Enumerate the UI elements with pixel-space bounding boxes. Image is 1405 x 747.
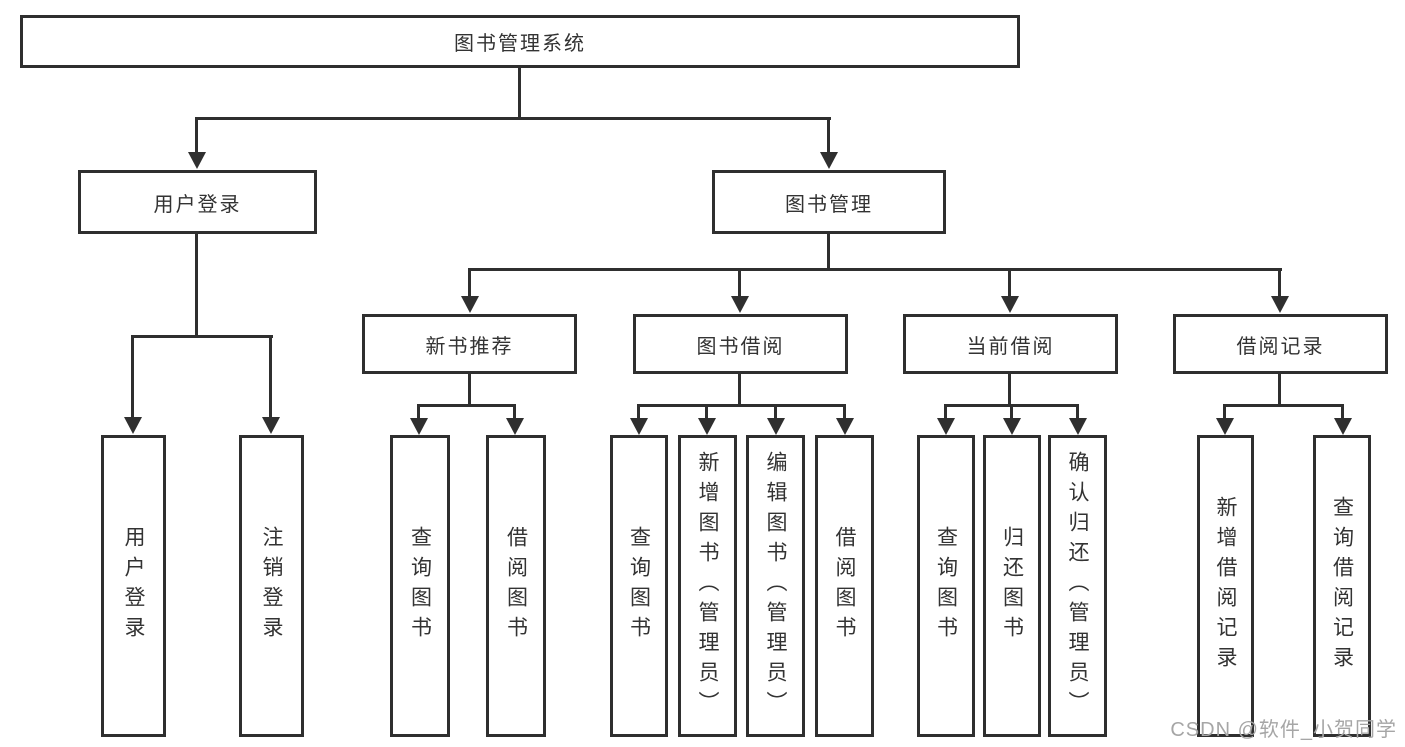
leaf-bb-borrow-books: 借阅图书 xyxy=(815,435,874,737)
connector-borrow-records-shaft xyxy=(1278,268,1281,300)
arrow-br-add xyxy=(1216,418,1234,435)
arrow-br-query xyxy=(1334,418,1352,435)
connector-bb-child3-shaft xyxy=(774,404,777,420)
leaf-br-add-record: 新增借阅记录 xyxy=(1197,435,1254,737)
leaf-nb-query-books-label: 查询图书 xyxy=(408,526,432,646)
node-current-borrow-label: 当前借阅 xyxy=(966,335,1055,358)
leaf-bb-query-books-label: 查询图书 xyxy=(627,526,651,646)
arrow-bb-edit xyxy=(767,418,785,435)
leaf-br-query-record: 查询借阅记录 xyxy=(1313,435,1371,737)
connector-book-mgmt-hline xyxy=(468,268,1282,271)
leaf-br-add-record-label: 新增借阅记录 xyxy=(1214,496,1238,676)
connector-book-mgmt-drop xyxy=(827,234,830,270)
connector-borrow-records-drop xyxy=(1278,374,1281,406)
arrow-ul-user-login xyxy=(124,417,142,434)
leaf-bb-add-books-admin: 新增图书（管理员） xyxy=(678,435,737,737)
node-new-books-label: 新书推荐 xyxy=(425,335,514,358)
connector-book-borrow-hline xyxy=(637,404,846,407)
connector-new-books-shaft xyxy=(468,268,471,300)
arrow-cb-query xyxy=(937,418,955,435)
leaf-cb-query-books: 查询图书 xyxy=(917,435,975,737)
connector-new-books-hline xyxy=(417,404,516,407)
connector-ul-child2-shaft xyxy=(269,335,272,419)
connector-current-borrow-drop xyxy=(1008,374,1011,406)
arrow-borrow-records xyxy=(1271,296,1289,313)
connector-cb-child1-shaft xyxy=(944,404,947,420)
leaf-nb-borrow-books-label: 借阅图书 xyxy=(504,526,528,646)
node-library-system-label: 图书管理系统 xyxy=(454,33,586,55)
connector-br-child2-shaft xyxy=(1341,404,1344,420)
node-library-system: 图书管理系统 xyxy=(20,15,1020,68)
connector-root-drop xyxy=(518,68,521,118)
connector-cb-child2-shaft xyxy=(1010,404,1013,420)
arrow-book-mgmt xyxy=(820,152,838,169)
leaf-cb-confirm-return-admin-label: 确认归还（管理员） xyxy=(1066,451,1090,721)
leaf-cb-return-books: 归还图书 xyxy=(983,435,1041,737)
leaf-cb-return-books-label: 归还图书 xyxy=(1000,526,1024,646)
arrow-nb-query xyxy=(410,418,428,435)
connector-bb-child2-shaft xyxy=(705,404,708,420)
arrow-nb-borrow xyxy=(506,418,524,435)
connector-user-login-shaft xyxy=(195,117,198,155)
connector-bb-child4-shaft xyxy=(843,404,846,420)
node-user-login-label: 用户登录 xyxy=(153,193,242,216)
connector-new-books-drop xyxy=(468,374,471,406)
node-new-books: 新书推荐 xyxy=(362,314,577,374)
arrow-new-books xyxy=(461,296,479,313)
node-current-borrow: 当前借阅 xyxy=(903,314,1118,374)
leaf-nb-borrow-books: 借阅图书 xyxy=(486,435,546,737)
arrow-bb-add xyxy=(698,418,716,435)
connector-br-child1-shaft xyxy=(1223,404,1226,420)
leaf-bb-query-books: 查询图书 xyxy=(610,435,668,737)
arrow-cb-return xyxy=(1003,418,1021,435)
arrow-cb-confirm xyxy=(1069,418,1087,435)
leaf-logout: 注销登录 xyxy=(239,435,304,737)
leaf-cb-confirm-return-admin: 确认归还（管理员） xyxy=(1048,435,1107,737)
node-book-borrow: 图书借阅 xyxy=(633,314,848,374)
arrow-book-borrow xyxy=(731,296,749,313)
connector-nb-child2-shaft xyxy=(513,404,516,420)
connector-cb-child3-shaft xyxy=(1076,404,1079,420)
connector-nb-child1-shaft xyxy=(417,404,420,420)
leaf-br-query-record-label: 查询借阅记录 xyxy=(1330,496,1354,676)
node-borrow-records-label: 借阅记录 xyxy=(1236,335,1325,358)
arrow-user-login xyxy=(188,152,206,169)
leaf-user-login: 用户登录 xyxy=(101,435,166,737)
connector-user-login-drop xyxy=(195,234,198,337)
connector-ul-child1-shaft xyxy=(131,335,134,419)
connector-book-borrow-drop xyxy=(738,374,741,406)
connector-book-mgmt-shaft xyxy=(827,117,830,155)
arrow-bb-borrow xyxy=(836,418,854,435)
leaf-bb-add-books-admin-label: 新增图书（管理员） xyxy=(696,451,720,721)
connector-book-borrow-shaft xyxy=(738,268,741,300)
node-book-mgmt: 图书管理 xyxy=(712,170,946,234)
connector-current-borrow-shaft xyxy=(1008,268,1011,300)
connector-user-login-hline xyxy=(131,335,273,338)
connector-root-hline xyxy=(195,117,831,120)
arrow-current-borrow xyxy=(1001,296,1019,313)
connector-bb-child1-shaft xyxy=(637,404,640,420)
node-borrow-records: 借阅记录 xyxy=(1173,314,1388,374)
leaf-nb-query-books: 查询图书 xyxy=(390,435,450,737)
arrow-bb-query xyxy=(630,418,648,435)
leaf-bb-edit-books-admin: 编辑图书（管理员） xyxy=(746,435,805,737)
node-book-mgmt-label: 图书管理 xyxy=(785,193,873,216)
leaf-logout-label: 注销登录 xyxy=(260,526,284,646)
leaf-cb-query-books-label: 查询图书 xyxy=(934,526,958,646)
watermark: CSDN @软件_小贺同学 xyxy=(1170,719,1397,741)
node-book-borrow-label: 图书借阅 xyxy=(696,335,785,358)
node-user-login: 用户登录 xyxy=(78,170,317,234)
connector-borrow-records-hline xyxy=(1223,404,1344,407)
leaf-user-login-label: 用户登录 xyxy=(122,526,146,646)
leaf-bb-edit-books-admin-label: 编辑图书（管理员） xyxy=(764,451,788,721)
arrow-ul-logout xyxy=(262,417,280,434)
leaf-bb-borrow-books-label: 借阅图书 xyxy=(833,526,857,646)
